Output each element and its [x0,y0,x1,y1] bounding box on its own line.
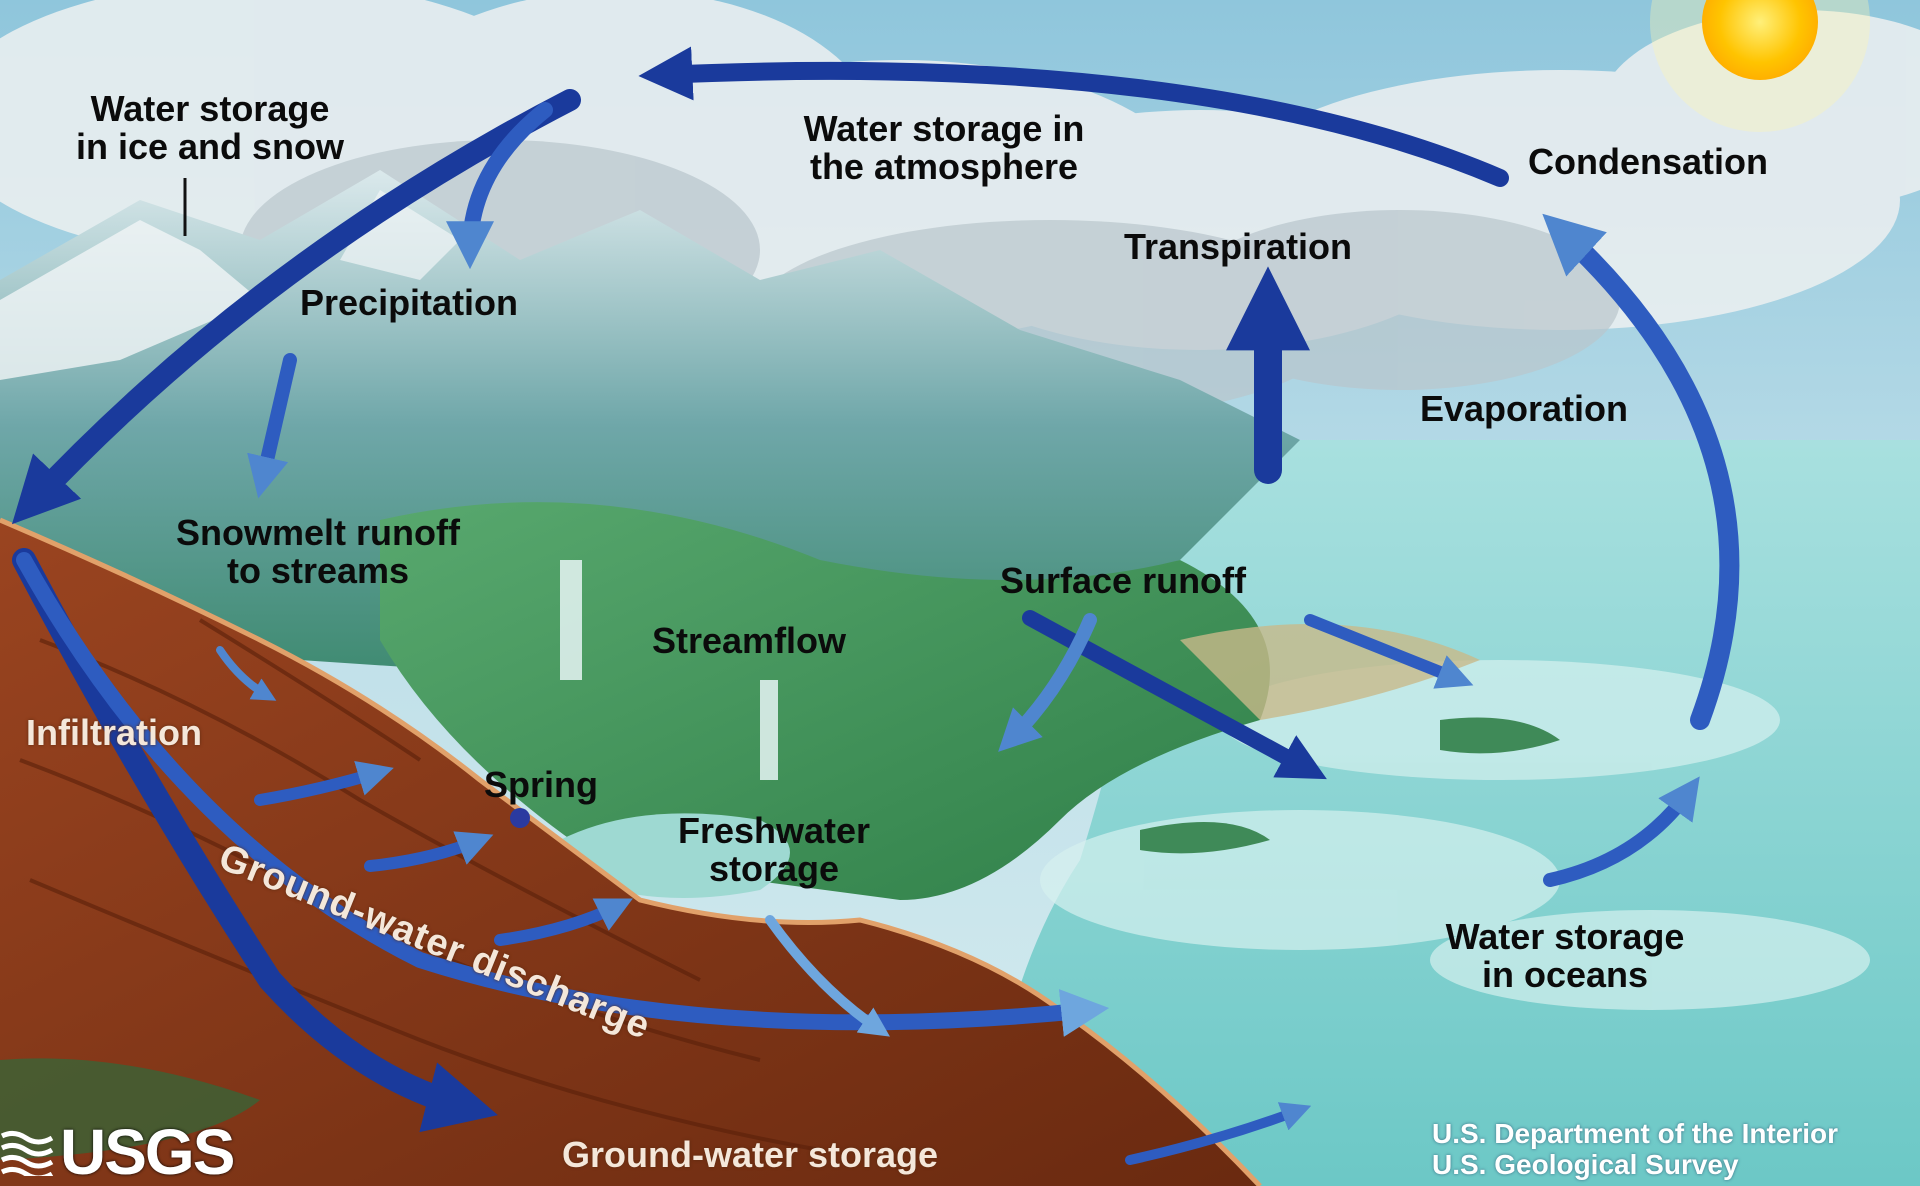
label-infiltration: Infiltration [26,712,202,753]
freshwater-lake [560,813,790,898]
usgs-logo: USGS [0,1116,235,1186]
label-freshwater-storage: Freshwater storage [624,812,924,888]
label-ice-and-snow-line1: Water storage [90,88,330,129]
usgs-wave-icon [0,1130,54,1176]
arrows [11,46,1740,1165]
label-streamflow: Streamflow [652,620,847,661]
label-freshwater-line1: Freshwater [677,810,871,851]
label-snowmelt-runoff: Snowmelt runoff to streams [118,514,518,590]
label-snowmelt-line2: to streams [226,550,410,591]
vegetation-land [380,502,1270,900]
label-precipitation: Precipitation [300,282,519,323]
label-freshwater-line2: storage [708,848,840,889]
label-ground-water-storage: Ground-water storage [562,1134,939,1175]
spring-marker [510,808,530,828]
credit-line1: U.S. Department of the Interior [1432,1118,1839,1149]
mountains [0,170,1300,680]
label-atmosphere-line2: the atmosphere [809,146,1079,187]
label-atmosphere-line1: Water storage in [803,108,1085,149]
sun-icon [1650,0,1870,132]
label-oceans-line1: Water storage [1445,916,1685,957]
label-ice-and-snow-line2: in ice and snow [75,126,345,167]
label-condensation: Condensation [1528,141,1768,182]
label-surface-runoff: Surface runoff [1000,560,1247,601]
label-snowmelt-line1: Snowmelt runoff [176,512,460,553]
label-transpiration: Transpiration [1124,226,1353,267]
label-oceans: Water storage in oceans [1380,918,1750,994]
credit-line2: U.S. Geological Survey [1432,1149,1739,1180]
label-ice-and-snow: Water storage in ice and snow [30,90,390,166]
usgs-wordmark: USGS [60,1116,235,1186]
label-evaporation: Evaporation [1420,388,1629,429]
label-oceans-line2: in oceans [1481,954,1649,995]
label-atmosphere: Water storage in the atmosphere [744,110,1144,186]
label-spring: Spring [484,764,598,805]
credit-text: U.S. Department of the Interior U.S. Geo… [1432,1118,1838,1180]
